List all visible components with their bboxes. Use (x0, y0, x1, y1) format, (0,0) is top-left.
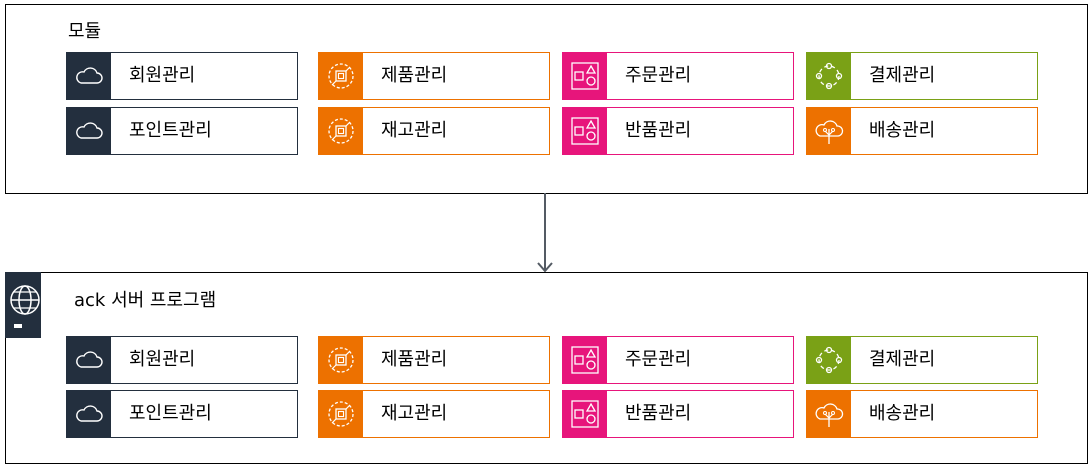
compute-chip-icon (319, 53, 363, 99)
globe-server-icon (5, 272, 41, 338)
module-box: 결제관리 (806, 336, 1038, 384)
module-box: 포인트관리 (66, 390, 298, 438)
compute-chip-icon (319, 391, 363, 437)
module-label: 포인트관리 (129, 120, 212, 141)
module-box: 주문관리 (562, 336, 794, 384)
module-label: 재고관리 (381, 403, 448, 424)
compute-chip-icon (319, 108, 363, 154)
module-box: 배송관리 (806, 390, 1038, 438)
shapes-icon (563, 108, 607, 154)
module-box: 제품관리 (318, 52, 550, 100)
module-label: 반품관리 (625, 403, 692, 424)
module-label: 회원관리 (129, 349, 196, 370)
shapes-icon (563, 337, 607, 383)
module-label: 재고관리 (381, 120, 448, 141)
module-box: 결제관리 (806, 52, 1038, 100)
module-label: 제품관리 (381, 65, 448, 86)
module-box: 회원관리 (66, 336, 298, 384)
module-box: 재고관리 (318, 107, 550, 155)
module-label: 회원관리 (129, 65, 196, 86)
shapes-icon (563, 53, 607, 99)
cycle-nodes-icon (807, 337, 851, 383)
module-label: 주문관리 (625, 65, 692, 86)
module-label: 배송관리 (869, 403, 936, 424)
server-group-title: ack 서버 프로그램 (74, 290, 217, 311)
module-box: 재고관리 (318, 390, 550, 438)
module-box: 제품관리 (318, 336, 550, 384)
module-box: 반품관리 (562, 390, 794, 438)
cloud-icon (67, 53, 111, 99)
module-box: 반품관리 (562, 107, 794, 155)
shapes-icon (563, 391, 607, 437)
module-label: 배송관리 (869, 120, 936, 141)
cloud-icon (67, 337, 111, 383)
cloud-icon (67, 108, 111, 154)
cycle-nodes-icon (807, 53, 851, 99)
module-box: 포인트관리 (66, 107, 298, 155)
module-group-title: 모듈 (68, 21, 102, 42)
module-box: 주문관리 (562, 52, 794, 100)
compute-chip-icon (319, 337, 363, 383)
module-label: 반품관리 (625, 120, 692, 141)
cloud-icon (67, 391, 111, 437)
module-label: 주문관리 (625, 349, 692, 370)
module-box: 배송관리 (806, 107, 1038, 155)
module-label: 결제관리 (869, 349, 936, 370)
connector-arrow (537, 193, 553, 273)
module-label: 포인트관리 (129, 403, 212, 424)
module-box: 회원관리 (66, 52, 298, 100)
cloud-tree-icon (807, 108, 851, 154)
module-label: 결제관리 (869, 65, 936, 86)
module-label: 제품관리 (381, 349, 448, 370)
cloud-tree-icon (807, 391, 851, 437)
